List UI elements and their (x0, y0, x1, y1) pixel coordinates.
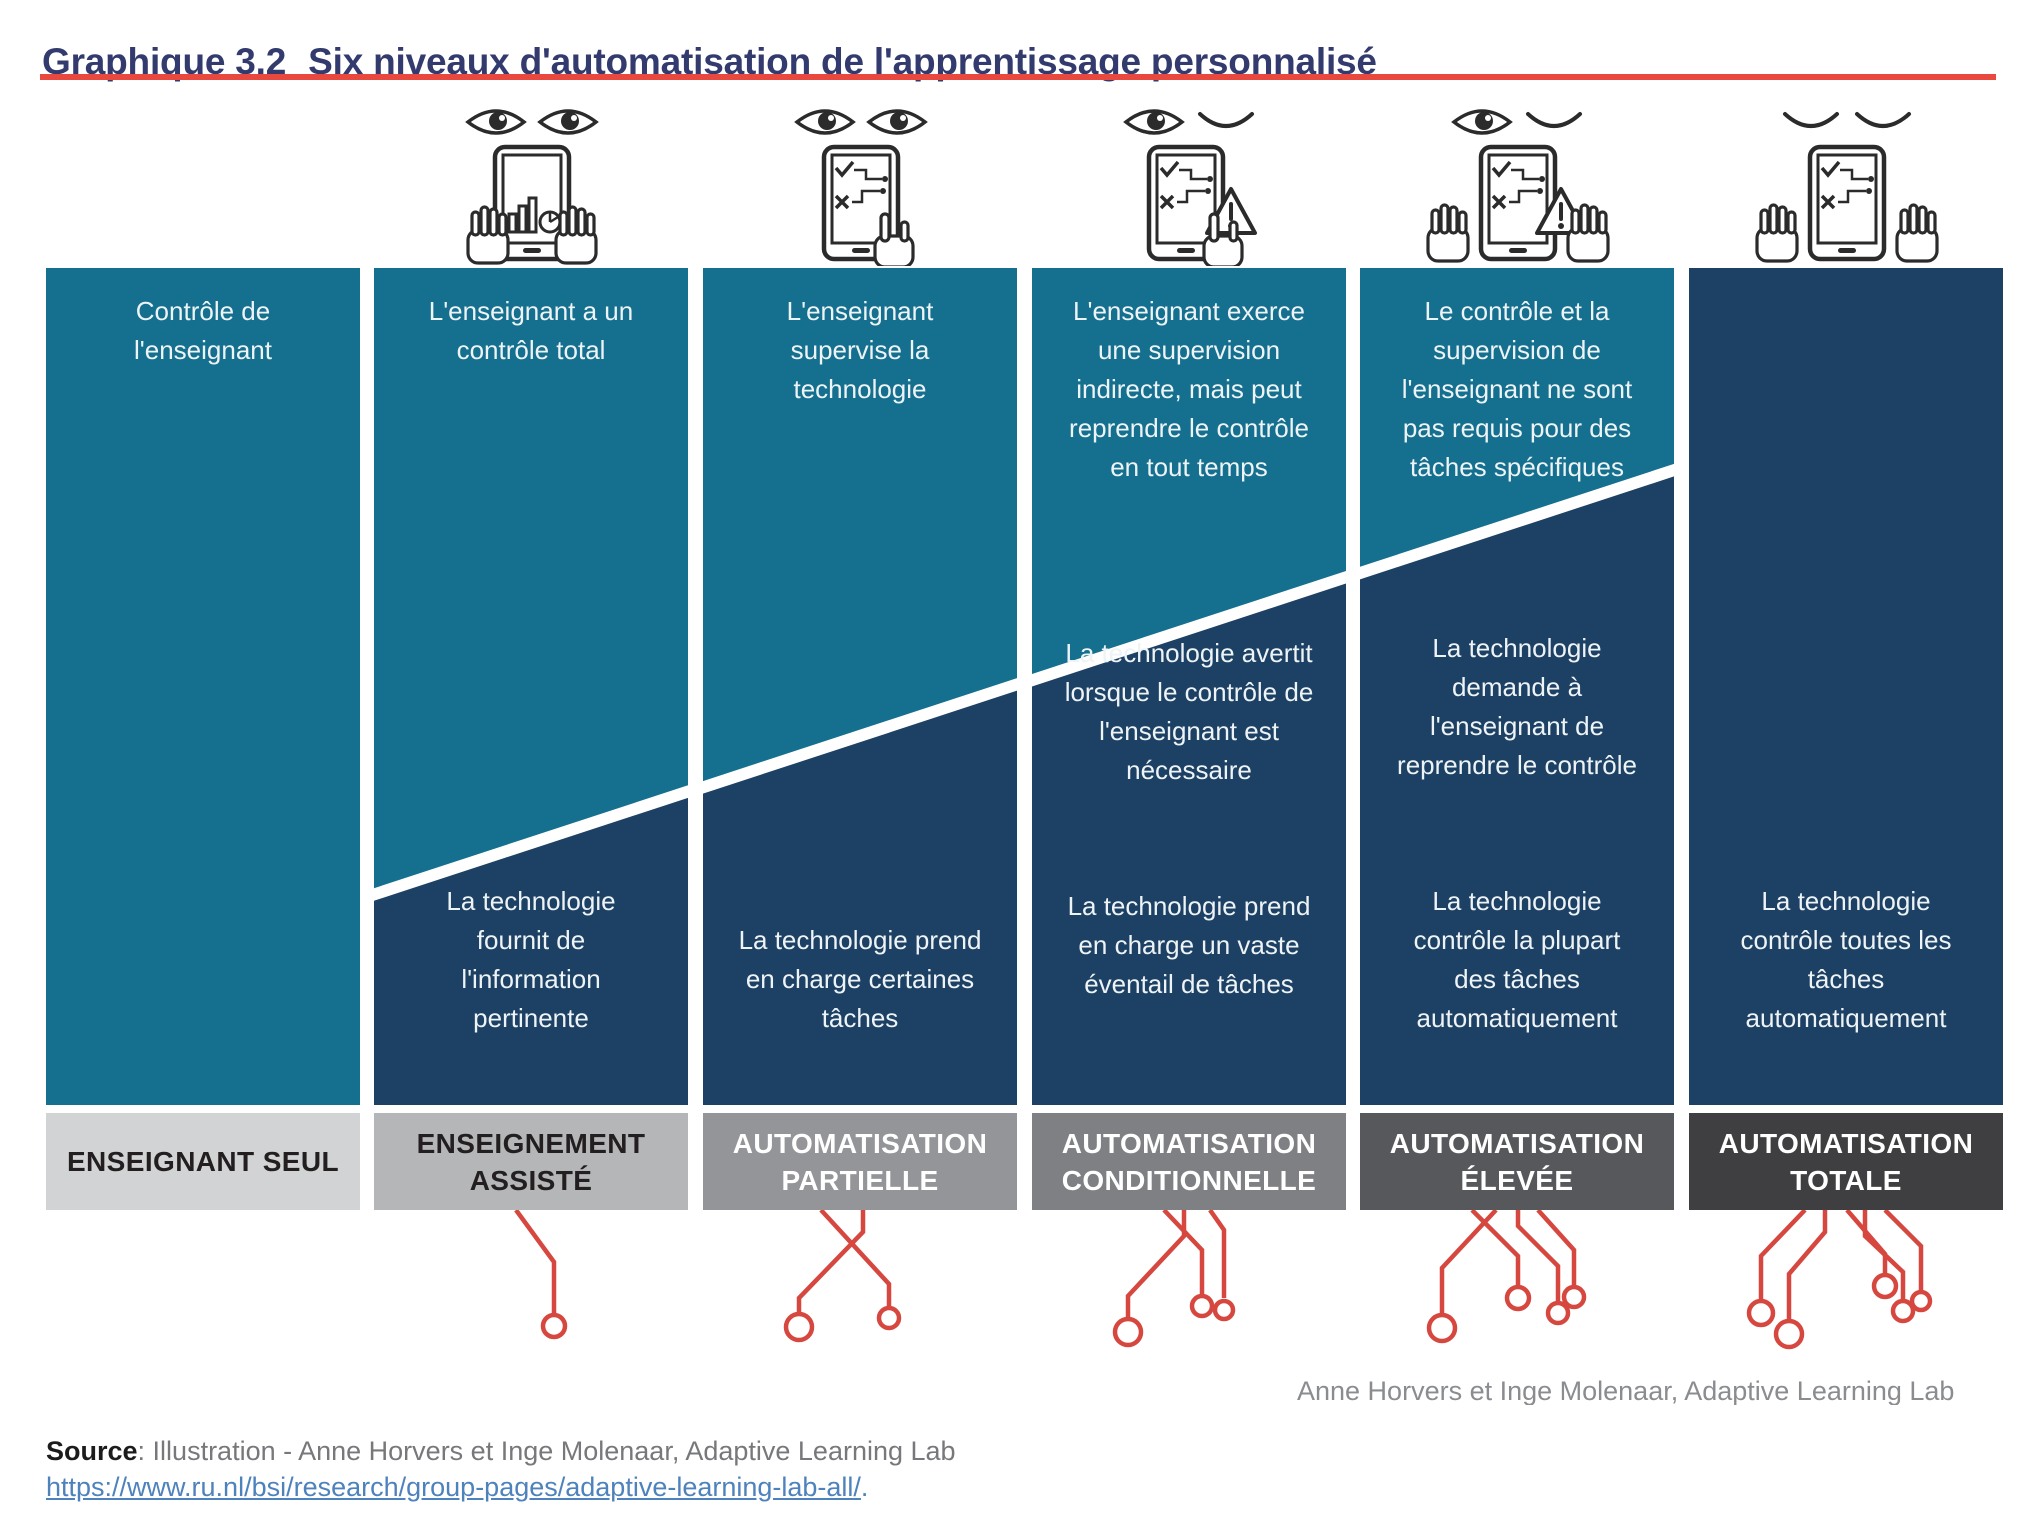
column-automatisation-conditionnelle: L'enseignant exerce une supervision indi… (1032, 0, 1346, 1516)
level-label-automatisation-totale: AUTOMATISATION TOTALE (1689, 1113, 2003, 1210)
level-box: L'enseignant a un contrôle total La tech… (374, 268, 688, 1105)
open-eye-icon (466, 109, 526, 135)
source-link-suffix: . (860, 1472, 869, 1502)
level-box: Contrôle de l'enseignant (46, 268, 360, 1105)
closed-eye-icon (1526, 112, 1582, 128)
column-automatisation-partielle: L'enseignant supervise la technologie La… (703, 0, 1017, 1516)
closed-eyes-tablet-hands-off-icon (1689, 96, 2003, 266)
teacher-text: L'enseignant a un contrôle total (428, 296, 634, 365)
teacher-text: L'enseignant exerce une supervision indi… (1069, 296, 1309, 482)
level-box: Le contrôle et la supervision de l'ensei… (1360, 268, 1674, 1105)
circuit-trace-icon (1746, 1210, 1933, 1350)
open-eyes-tablet-flowchart-icon (703, 96, 1017, 266)
circuit-trace-icon (783, 1210, 902, 1343)
technology-text: La technologie fournit de l'information … (446, 886, 616, 1033)
column-automatisation-totale: La technologie contrôle toutes les tâche… (1689, 0, 2003, 1516)
holding-hand-icon (466, 205, 510, 265)
source-line: Source: Illustration - Anne Horvers et I… (46, 1433, 956, 1469)
technology-text: La technologie prend en charge certaines… (738, 925, 982, 1033)
hands-off-hand-icon (1755, 203, 1799, 263)
level-label-automatisation-partielle: AUTOMATISATION PARTIELLE (703, 1113, 1017, 1210)
open-eyes-tablet-held-icon (374, 96, 688, 266)
circuit-trace-icon (1426, 1210, 1587, 1344)
teacher-control-region (374, 268, 688, 889)
source-block: Source: Illustration - Anne Horvers et I… (46, 1433, 956, 1505)
teacher-text: L'enseignant supervise la technologie (786, 296, 934, 404)
teacher-control-region (46, 268, 360, 1105)
circuit-trace-icon (514, 1210, 568, 1340)
hands-off-hand-icon (1426, 203, 1470, 263)
hands-off-hand-icon (1566, 203, 1610, 263)
column-automatisation-elevee: Le contrôle et la supervision de l'ensei… (1360, 0, 1674, 1516)
technology-control-region (1032, 583, 1346, 1105)
technology-control-region (1689, 268, 2003, 1105)
level-label-enseignant-seul: ENSEIGNANT SEUL (46, 1113, 360, 1210)
technology-text: La technologie contrôle toutes les tâche… (1740, 886, 1952, 1033)
open-eye-icon (867, 109, 927, 135)
level-label-automatisation-conditionnelle: AUTOMATISATION CONDITIONNELLE (1032, 1113, 1346, 1210)
open-eye-icon (538, 109, 598, 135)
closed-eye-icon (1198, 112, 1254, 128)
teacher-text: Contrôle de l'enseignant (134, 296, 272, 365)
closed-eye-icon (1783, 112, 1839, 128)
level-box: L'enseignant exerce une supervision indi… (1032, 268, 1346, 1105)
level-label-automatisation-elevee: AUTOMATISATION ÉLEVÉE (1360, 1113, 1674, 1210)
holding-hand-icon (554, 205, 598, 265)
column-enseignement-assiste: L'enseignant a un contrôle total La tech… (374, 0, 688, 1516)
half-closed-eyes-tablet-warning-hands-off-icon (1360, 96, 1674, 266)
circuit-trace-icon (1112, 1210, 1236, 1348)
level-box: La technologie contrôle toutes les tâche… (1689, 268, 2003, 1105)
technology-text: La technologie avertit lorsque le contrô… (1064, 638, 1314, 999)
source-label: Source (46, 1436, 138, 1466)
level-label-enseignement-assiste: ENSEIGNEMENT ASSISTÉ (374, 1113, 688, 1210)
open-eye-icon (795, 109, 855, 135)
hands-off-hand-icon (1895, 203, 1939, 263)
open-eye-icon (1124, 109, 1184, 135)
column-enseignant-seul: Contrôle de l'enseignant ENSEIGNANT SEUL (46, 0, 360, 1516)
source-text: : Illustration - Anne Horvers et Inge Mo… (137, 1436, 956, 1466)
half-closed-eyes-tablet-warning-icon (1032, 96, 1346, 266)
technology-text: La technologie demande à l'enseignant de… (1397, 633, 1637, 1033)
source-link-line: https://www.ru.nl/bsi/research/group-pag… (46, 1469, 956, 1505)
source-link[interactable]: https://www.ru.nl/bsi/research/group-pag… (46, 1472, 861, 1502)
illustration-attribution: Anne Horvers et Inge Molenaar, Adaptive … (1297, 1376, 1955, 1405)
closed-eye-icon (1855, 112, 1911, 128)
level-box: L'enseignant supervise la technologie La… (703, 268, 1017, 1105)
technology-control-region (1360, 476, 1674, 1105)
teacher-text: Le contrôle et la supervision de l'ensei… (1401, 296, 1633, 482)
open-eye-icon (1452, 109, 1512, 135)
title-underline-rule (40, 74, 1996, 80)
